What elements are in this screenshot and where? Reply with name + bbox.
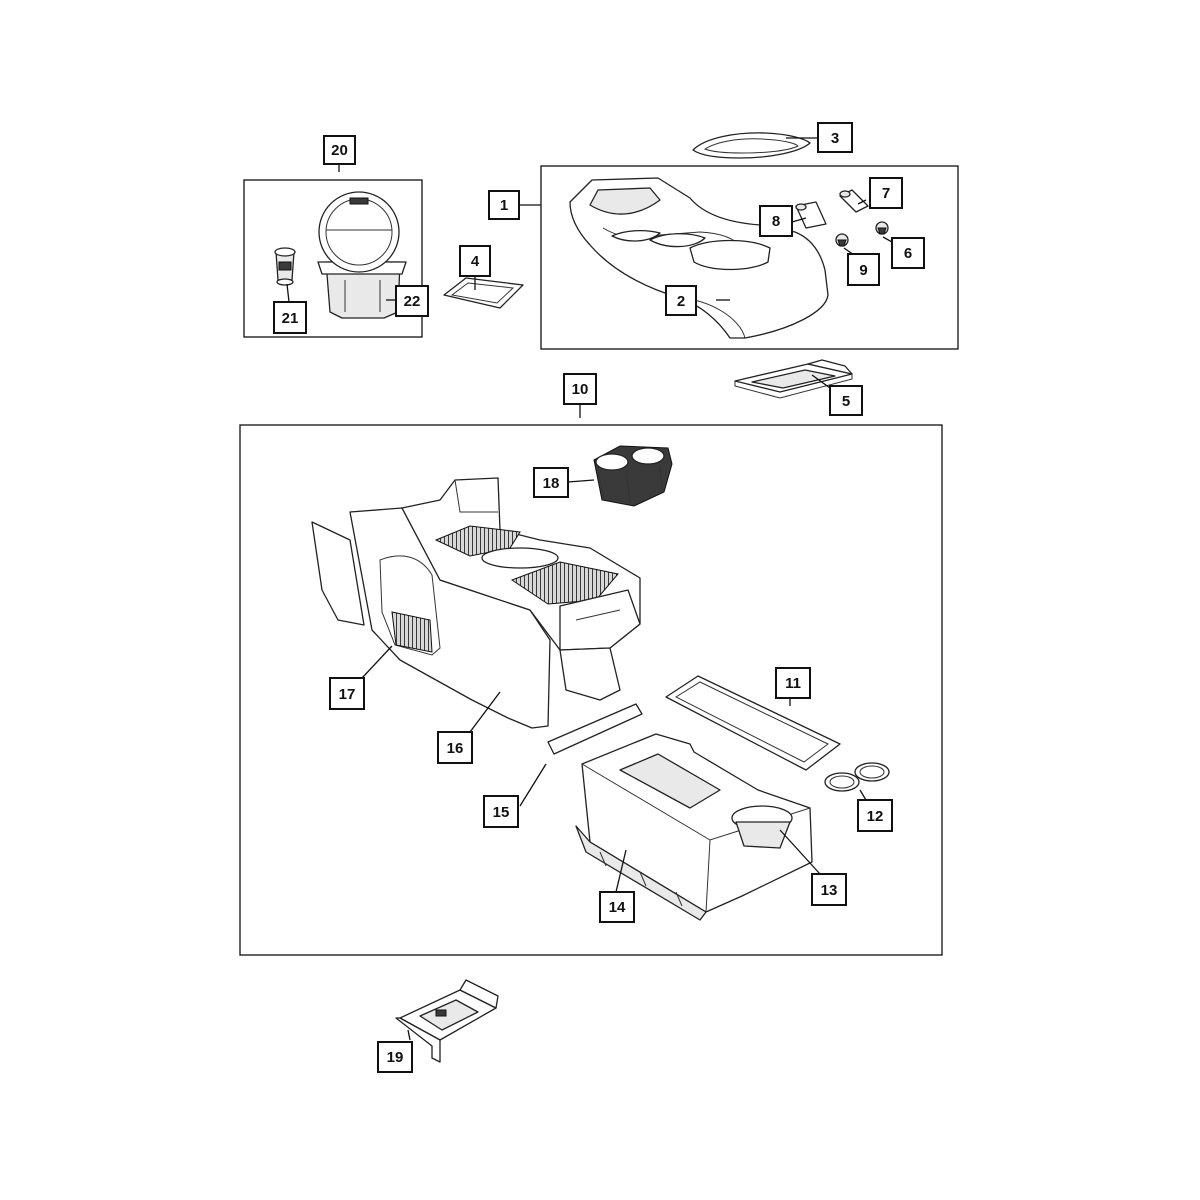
callout-10: 10	[563, 373, 597, 405]
callout-label-16: 16	[447, 740, 464, 757]
callout-label-7: 7	[882, 185, 890, 202]
callout-8: 8	[759, 205, 793, 237]
callout-label-3: 3	[831, 130, 839, 147]
leader-lines	[286, 137, 893, 1041]
callout-label-1: 1	[500, 197, 508, 214]
callout-5: 5	[829, 385, 863, 416]
callout-label-21: 21	[282, 310, 299, 327]
callout-label-8: 8	[772, 213, 780, 230]
callout-label-5: 5	[842, 393, 850, 410]
callout-6: 6	[891, 237, 925, 269]
callout-label-6: 6	[904, 245, 912, 262]
callout-label-20: 20	[331, 142, 348, 159]
callout-label-19: 19	[387, 1049, 404, 1066]
callout-label-2: 2	[677, 293, 685, 310]
part-9-clip	[835, 233, 849, 247]
callout-label-14: 14	[609, 899, 626, 916]
callout-16: 16	[437, 731, 473, 764]
part-16-console-body	[311, 477, 641, 729]
callout-label-17: 17	[339, 686, 356, 703]
callout-13: 13	[811, 873, 847, 906]
part-15-trim-strip	[547, 703, 643, 755]
part-3-bezel	[692, 132, 811, 159]
callout-label-9: 9	[859, 262, 867, 279]
callout-7: 7	[869, 177, 903, 209]
callout-1: 1	[488, 190, 520, 220]
part-14-bin	[575, 733, 813, 921]
part-12-rings	[824, 762, 890, 792]
part-5-tray	[734, 359, 853, 399]
callout-22: 22	[395, 285, 429, 317]
callout-label-4: 4	[471, 253, 480, 270]
part-7-switch	[839, 189, 869, 213]
part-21-cup-insert	[274, 247, 296, 286]
group-frame-1	[540, 165, 959, 350]
callout-17: 17	[329, 677, 365, 710]
callout-label-18: 18	[543, 475, 560, 492]
callout-label-13: 13	[821, 882, 838, 899]
callout-19: 19	[377, 1041, 413, 1073]
part-11-lid	[665, 675, 841, 771]
callout-15: 15	[483, 795, 519, 828]
callout-label-15: 15	[493, 804, 510, 821]
group-frame-10	[239, 424, 943, 956]
group-frame-20	[243, 179, 423, 338]
part-20-cupholder-assembly	[317, 191, 407, 319]
callout-12: 12	[857, 799, 893, 832]
callout-21: 21	[273, 301, 307, 334]
callout-20: 20	[323, 135, 356, 165]
callout-4: 4	[459, 245, 491, 277]
callout-label-11: 11	[785, 675, 801, 692]
callout-label-22: 22	[404, 293, 421, 310]
part-6-clip	[875, 221, 889, 235]
part-8-switch	[795, 201, 827, 229]
callout-label-10: 10	[572, 381, 589, 398]
callout-18: 18	[533, 467, 569, 498]
part-4-mat	[443, 277, 524, 309]
callout-label-12: 12	[867, 808, 884, 825]
callout-11: 11	[775, 667, 811, 699]
callout-14: 14	[599, 891, 635, 923]
part-2-console-top	[569, 177, 829, 339]
callout-9: 9	[847, 253, 880, 286]
part-18-cupholder	[593, 445, 673, 507]
callout-3: 3	[817, 122, 853, 153]
part-19-bracket	[395, 979, 499, 1063]
callout-2: 2	[665, 285, 697, 316]
